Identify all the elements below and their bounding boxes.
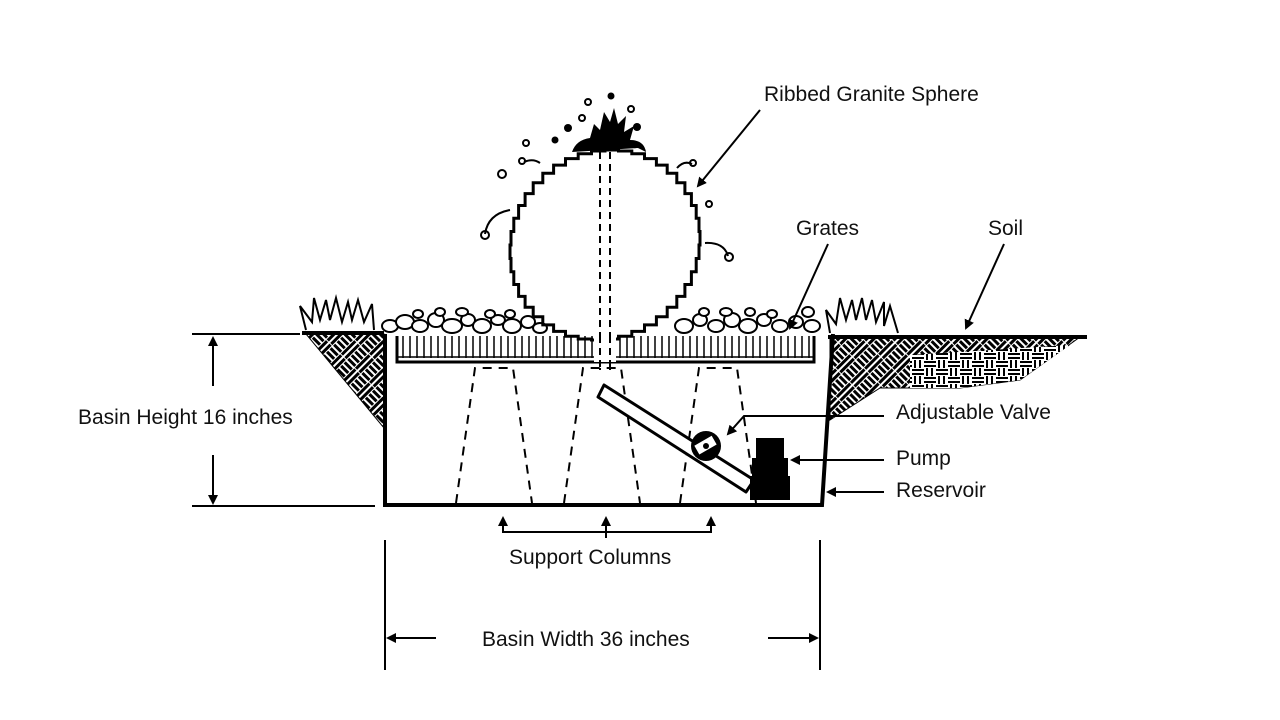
label-grates: Grates [796,217,859,240]
pebbles [381,306,821,334]
pebble [455,307,469,317]
pebble [744,307,756,317]
support-column [679,367,757,504]
pebble [504,309,516,319]
label-basin-height: Basin Height 16 inches [78,406,293,429]
pebble [719,307,733,317]
pebble [502,318,522,334]
label-adjustable-valve: Adjustable Valve [896,401,1051,424]
grass-left [299,294,375,331]
adjustable-valve [691,431,721,461]
soil-left [302,331,385,430]
water-splash [480,92,734,262]
pebble [411,319,429,333]
pebble [698,307,710,317]
pebble [490,314,506,326]
pebble [441,318,463,334]
pebble [520,315,536,329]
pebble [674,318,694,334]
pebble [484,309,496,319]
soil-right [828,335,1087,421]
label-pump: Pump [896,447,951,470]
pebble [801,306,815,318]
support-columns [455,367,757,504]
support-columns-bracket [498,516,716,538]
label-reservoir: Reservoir [896,479,986,502]
label-soil: Soil [988,217,1023,240]
leader-lines [696,109,1005,497]
basin-width-dimension [384,540,821,670]
label-sphere: Ribbed Granite Sphere [764,83,979,106]
support-column [563,367,641,504]
pebble [766,309,778,319]
pebble [472,318,492,334]
label-basin-width: Basin Width 36 inches [482,628,690,651]
pipe [596,383,756,494]
grass-right [825,297,899,334]
pebble [434,307,446,317]
pebble [707,319,725,333]
pebble [738,318,758,334]
pump [750,438,790,500]
support-column [455,367,533,504]
label-support-columns: Support Columns [509,546,671,569]
pebble [771,319,789,333]
granite-sphere [508,148,702,370]
basin-reservoir [383,333,835,507]
pebble [803,319,821,333]
basin-height-dimension [192,333,375,507]
pebble [412,309,424,319]
